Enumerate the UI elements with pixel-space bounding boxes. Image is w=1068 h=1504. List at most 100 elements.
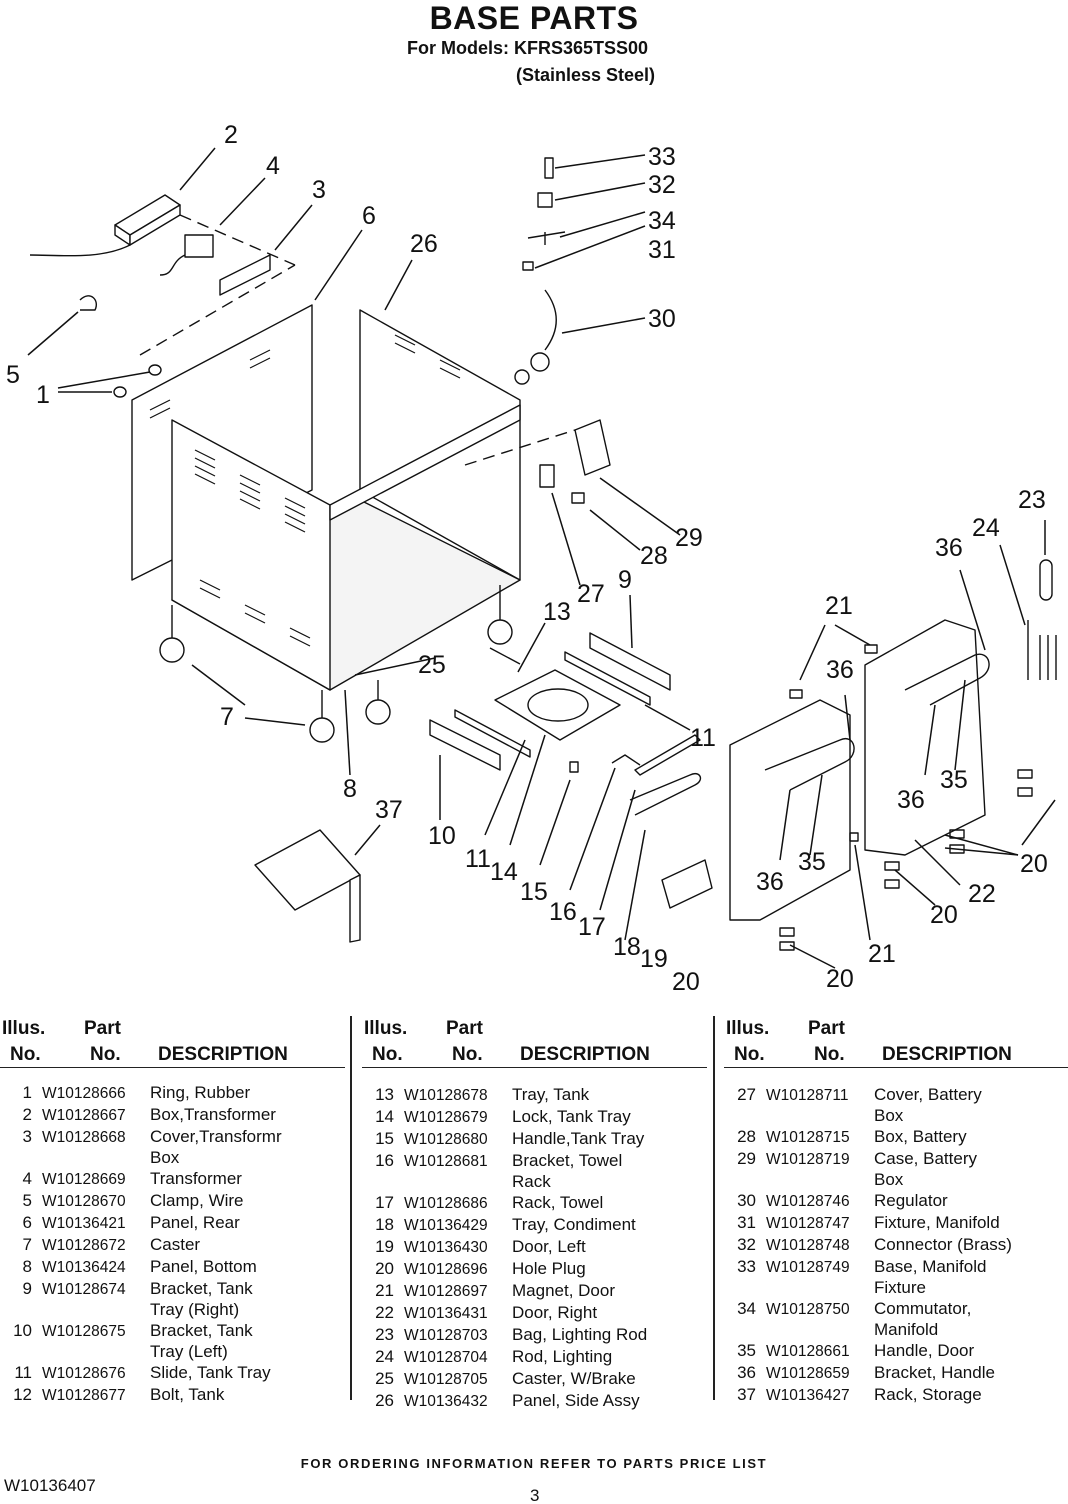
- callout-21-bottom: 21: [868, 940, 896, 968]
- callout-37: 37: [375, 796, 403, 824]
- callout-34: 34: [648, 207, 676, 235]
- description-line: Clamp, Wire: [150, 1191, 244, 1210]
- description-line: Handle,Tank Tray: [512, 1129, 645, 1148]
- callout-8: 8: [343, 775, 357, 803]
- callout-5: 5: [6, 361, 20, 389]
- part-number: W10128750: [766, 1301, 850, 1318]
- description-line: Case, Battery: [874, 1149, 977, 1168]
- callout-4: 4: [266, 152, 280, 180]
- description-line: Regulator: [874, 1191, 948, 1210]
- description-line: Handle, Door: [874, 1341, 975, 1360]
- part-description: Tray, Condiment: [512, 1214, 707, 1236]
- illus-number: 6: [22, 1213, 32, 1232]
- callout-12: 13: [543, 598, 571, 626]
- callout-14: 15: [520, 878, 548, 906]
- part-number: W10128659: [766, 1365, 850, 1382]
- description-line: Bracket, Tank: [150, 1279, 253, 1298]
- callout-20-mid: 20: [930, 901, 958, 929]
- model-number: For Models: KFRS365TSS00: [407, 38, 649, 58]
- part-number: W10128678: [404, 1087, 488, 1104]
- description-line: Cover, Battery: [874, 1085, 982, 1104]
- illus-number: 9: [22, 1279, 32, 1298]
- description-line: Tray, Condiment: [512, 1215, 636, 1234]
- part-number: W10128677: [42, 1387, 126, 1404]
- part-description: Door, Right: [512, 1302, 707, 1324]
- callout-36-top: 36: [935, 534, 963, 562]
- callout-28: 28: [640, 542, 668, 570]
- illus-number: 5: [22, 1191, 32, 1210]
- part-description: Hole Plug: [512, 1258, 707, 1280]
- part-description: Handle, Door: [874, 1340, 1068, 1362]
- callout-17: 18: [613, 933, 641, 961]
- part-description: Panel, Rear: [150, 1212, 345, 1234]
- ordering-note: FOR ORDERING INFORMATION REFER TO PARTS …: [300, 1456, 768, 1471]
- illus-number: 24: [375, 1347, 394, 1366]
- description-line: Rack, Storage: [874, 1385, 982, 1404]
- illus-number: 33: [737, 1257, 756, 1276]
- illus-number: 13: [375, 1085, 394, 1104]
- description-line: Manifold: [874, 1320, 939, 1339]
- illus-number: 25: [375, 1369, 394, 1388]
- description-line: Magnet, Door: [512, 1281, 615, 1300]
- description-line: Caster, W/Brake: [512, 1369, 636, 1388]
- callout-9: 9: [618, 566, 632, 594]
- part-description: Caster, W/Brake: [512, 1368, 707, 1390]
- callout-36-right: 36: [897, 786, 925, 814]
- callout-1: 1: [36, 381, 50, 409]
- callout-10: 10: [428, 822, 456, 850]
- part-description: Clamp, Wire: [150, 1190, 345, 1212]
- illus-number: 14: [375, 1107, 394, 1126]
- table-header: Illus. Part No. No. DESCRIPTION: [362, 1016, 707, 1068]
- illus-number: 35: [737, 1341, 756, 1360]
- part-number: W10128748: [766, 1237, 850, 1254]
- callout-35-left: 35: [798, 848, 826, 876]
- callout-31: 31: [648, 236, 676, 264]
- part-number: W10136421: [42, 1215, 126, 1232]
- illus-number: 20: [375, 1259, 394, 1278]
- callout-22: 22: [968, 880, 996, 908]
- part-description: Magnet, Door: [512, 1280, 707, 1302]
- column-divider: [350, 1016, 352, 1400]
- part-number: W10136429: [404, 1217, 488, 1234]
- part-number: W10128672: [42, 1237, 126, 1254]
- part-number: W10128679: [404, 1109, 488, 1126]
- part-number: W10128715: [766, 1129, 850, 1146]
- callout-23: 23: [1018, 486, 1046, 514]
- illus-number: 32: [737, 1235, 756, 1254]
- part-number: W10128696: [404, 1261, 488, 1278]
- description-line: Door, Right: [512, 1303, 598, 1322]
- description-line: Bracket, Towel: [512, 1151, 623, 1170]
- callout-36-left: 36: [826, 656, 854, 684]
- description-line: Box: [150, 1148, 180, 1167]
- part-number: W10128666: [42, 1085, 126, 1102]
- description-line: Box: [874, 1106, 904, 1125]
- part-description: Commutator,Manifold: [874, 1298, 1068, 1340]
- description-line: Box: [874, 1170, 904, 1189]
- description-line: Base, Manifold: [874, 1257, 987, 1276]
- part-description: Handle,Tank Tray: [512, 1128, 707, 1150]
- part-number: W10128669: [42, 1171, 126, 1188]
- illus-number: 31: [737, 1213, 756, 1232]
- transformer-box-shape: [29, 194, 181, 257]
- document-number: W10136407: [4, 1476, 96, 1495]
- illus-number: 36: [737, 1363, 756, 1382]
- part-description: Rack, Towel: [512, 1192, 707, 1214]
- illus-number: 30: [737, 1191, 756, 1210]
- callout-2: 2: [224, 121, 238, 149]
